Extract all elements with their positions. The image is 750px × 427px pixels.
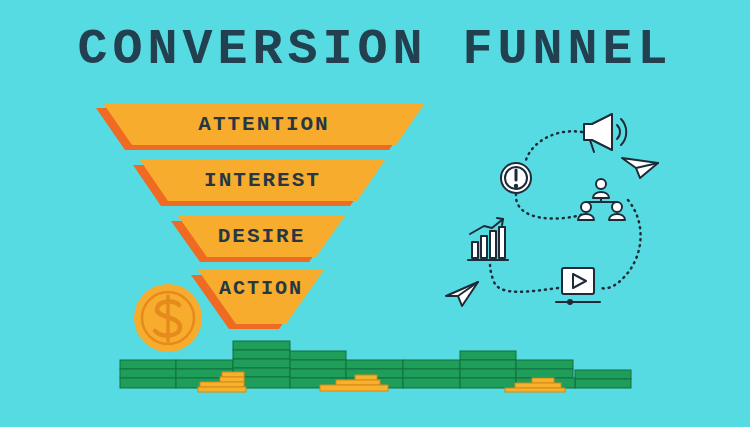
stage-label: INTEREST [137, 168, 389, 194]
gold-stacks [198, 372, 565, 392]
funnel-band: ACTION [191, 270, 324, 329]
funnel-band: DESIRE [171, 216, 345, 262]
funnel-band: ATTENTION [96, 103, 425, 150]
title: CONVERSION FUNNEL [0, 18, 750, 82]
dollar-coin [134, 284, 202, 352]
marketing-icons [446, 114, 658, 306]
stage-label: DESIRE [175, 224, 349, 250]
money-stacks [120, 341, 631, 388]
stage-label: ACTION [195, 276, 328, 302]
stage-label: ATTENTION [100, 112, 429, 138]
funnel-band: INTEREST [133, 160, 385, 206]
